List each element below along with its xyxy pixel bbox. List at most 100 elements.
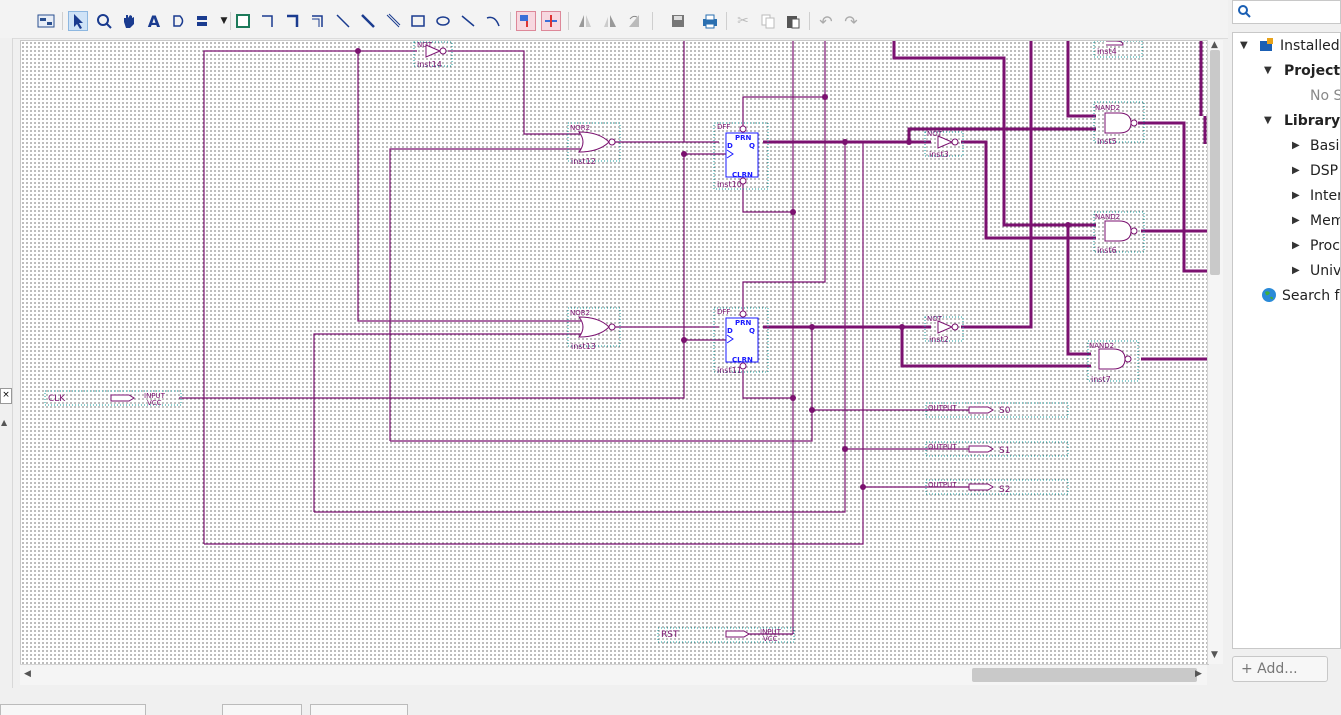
svg-text:inst3: inst3 (929, 150, 949, 159)
window-icon[interactable] (36, 11, 56, 31)
svg-text:inst13: inst13 (571, 342, 596, 351)
copy-icon[interactable] (758, 11, 778, 31)
collapse-arrow-icon[interactable]: ▶ (1292, 190, 1300, 201)
gate-type-label: NOR2 (570, 124, 590, 132)
symbol-icon[interactable] (169, 11, 189, 31)
save-icon[interactable] (668, 11, 688, 31)
tree-item-project-directory[interactable]: Project D (1284, 63, 1341, 79)
schematic-canvas[interactable]: NOT inst14 NOR2 inst12 DFF PRN D Q CLRN … (20, 40, 1209, 665)
add-ip-button[interactable]: + Add... (1232, 656, 1328, 682)
s0-output-pin[interactable]: OUTPUT S0 (925, 402, 1069, 418)
dff-inst10[interactable]: DFF PRN D Q CLRN inst10 (713, 122, 769, 190)
catalog-search-input[interactable] (1232, 0, 1341, 24)
nand-gate-inst6[interactable]: NAND2 inst6 (1093, 211, 1145, 255)
left-dock-edge: × ▲ (0, 38, 13, 688)
paste-icon[interactable] (783, 11, 803, 31)
bottom-tab[interactable] (222, 704, 302, 715)
arc-icon[interactable] (483, 11, 503, 31)
flip-horizontal-icon[interactable] (575, 11, 595, 31)
instance-label: inst10 (717, 180, 742, 189)
tree-item-processors[interactable]: Proc (1310, 238, 1340, 254)
collapse-arrow-icon[interactable]: ▶ (1292, 140, 1300, 151)
svg-text:OUTPUT: OUTPUT (928, 443, 957, 451)
rectangle-icon[interactable] (408, 11, 428, 31)
undo-icon[interactable]: ↶ (819, 11, 833, 31)
tree-item-university[interactable]: Univ (1310, 263, 1341, 279)
not-gate-inst2[interactable]: NOT inst2 (924, 315, 964, 344)
orthogonal-node-icon[interactable] (258, 11, 278, 31)
node-icon[interactable] (333, 11, 353, 31)
s1-output-pin[interactable]: OUTPUT S1 (925, 441, 1069, 457)
dropdown-icon[interactable]: ▼ (220, 16, 228, 26)
tree-item-library[interactable]: Library (1284, 113, 1341, 129)
bottom-tab[interactable] (310, 704, 408, 715)
print-icon[interactable] (700, 11, 720, 31)
line-icon[interactable] (458, 11, 478, 31)
svg-text:CLK: CLK (48, 394, 66, 404)
svg-text:INPUT: INPUT (760, 628, 782, 636)
hand-icon[interactable] (119, 11, 139, 31)
tree-item-installed[interactable]: Installed (1280, 38, 1340, 54)
svg-text:Q: Q (749, 142, 755, 150)
scroll-up-icon[interactable]: ▲ (1211, 40, 1218, 50)
select-icon[interactable] (68, 11, 88, 31)
scroll-up-icon[interactable]: ▲ (1, 418, 8, 427)
rotate-icon[interactable] (625, 11, 645, 31)
vertical-scrollbar[interactable]: ▲ ▼ (1207, 40, 1223, 664)
zoom-icon[interactable] (94, 11, 114, 31)
dff-inst11[interactable]: DFF PRN D Q CLRN inst11 (713, 307, 769, 375)
gate-inst4[interactable]: inst4 (1093, 41, 1143, 58)
vertical-scroll-thumb[interactable] (1210, 50, 1220, 275)
not-gate-inst14[interactable]: NOT inst14 (413, 41, 453, 69)
tree-item-search[interactable]: Search fo (1282, 288, 1340, 304)
tree-item-dsp[interactable]: DSP (1310, 163, 1339, 179)
collapse-arrow-icon[interactable]: ▶ (1292, 265, 1300, 276)
ellipse-icon[interactable] (433, 11, 453, 31)
horizontal-scrollbar[interactable]: ◀ ▶ (20, 664, 1207, 685)
svg-text:D: D (727, 142, 733, 150)
svg-text:VCC: VCC (147, 399, 162, 407)
nor-gate-inst13[interactable]: NOR2 inst13 (567, 307, 621, 351)
nand-gate-inst7[interactable]: NAND2 inst7 (1087, 340, 1139, 384)
svg-text:RST: RST (661, 630, 679, 640)
flip-vertical-icon[interactable] (600, 11, 620, 31)
s2-output-pin[interactable]: OUTPUT S2 (925, 479, 1069, 495)
cut-icon[interactable]: ✂ (737, 13, 749, 29)
horizontal-scroll-thumb[interactable] (972, 668, 1197, 682)
collapse-arrow-icon[interactable]: ▶ (1292, 240, 1300, 251)
collapse-arrow-icon[interactable]: ▶ (1292, 165, 1300, 176)
tree-item-interface[interactable]: Inter (1310, 188, 1341, 204)
expand-arrow-icon[interactable]: ▼ (1264, 115, 1272, 126)
rst-input-pin[interactable]: RST INPUT VCC (657, 627, 795, 643)
collapse-arrow-icon[interactable]: ▶ (1292, 215, 1300, 226)
tree-item-memory[interactable]: Mem (1310, 213, 1341, 229)
scroll-left-icon[interactable]: ◀ (24, 669, 31, 679)
clk-input-pin[interactable]: CLK INPUT VCC (44, 390, 182, 407)
conduit-icon[interactable] (383, 11, 403, 31)
tree-item-basic[interactable]: Basic (1310, 138, 1340, 154)
scroll-down-icon[interactable]: ▼ (1211, 650, 1218, 660)
orthogonal-bus-icon[interactable] (283, 11, 303, 31)
scroll-right-icon[interactable]: ▶ (1195, 669, 1202, 679)
text-icon[interactable]: A (147, 11, 161, 31)
expand-arrow-icon[interactable]: ▼ (1240, 40, 1248, 51)
redo-icon[interactable]: ↷ (844, 11, 858, 31)
nand-gate-inst5[interactable]: NAND2 inst5 (1093, 101, 1145, 146)
schematic-toolbar: A ▼ (0, 0, 1228, 39)
block-icon[interactable] (233, 11, 253, 31)
bottom-tab[interactable] (0, 704, 146, 715)
svg-text:NAND2: NAND2 (1095, 104, 1120, 112)
bus-icon[interactable] (358, 11, 378, 31)
partial-line-icon[interactable] (541, 11, 561, 31)
expand-arrow-icon[interactable]: ▼ (1264, 65, 1272, 76)
close-icon[interactable]: × (0, 388, 12, 404)
orthogonal-conduit-icon[interactable] (308, 11, 328, 31)
svg-text:inst2: inst2 (929, 335, 949, 344)
pin-icon[interactable] (194, 11, 214, 31)
svg-text:CLRN: CLRN (732, 356, 753, 364)
nor-gate-inst12[interactable]: NOR2 inst12 (567, 122, 621, 166)
svg-text:S1: S1 (999, 446, 1010, 456)
gate-type-label: NOT (417, 41, 433, 49)
rubberband-icon[interactable] (516, 11, 536, 31)
not-gate-inst3[interactable]: NOT inst3 (924, 130, 964, 159)
